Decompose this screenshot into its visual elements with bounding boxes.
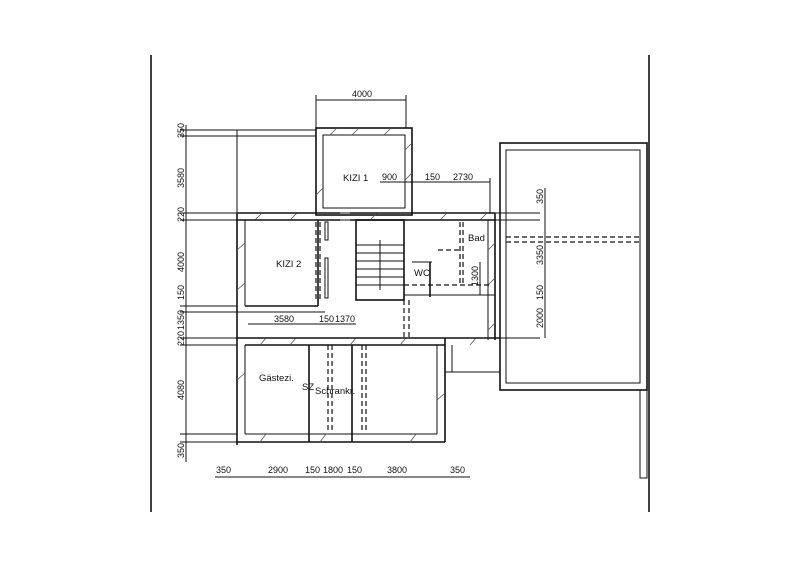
dim-middle-0: 3580: [274, 314, 294, 324]
dimension-lines: [180, 95, 546, 478]
dim-left-0: 350: [176, 123, 186, 138]
dim-left-8: 350: [176, 443, 186, 458]
dim-left-7: 4080: [176, 380, 186, 400]
dim-right-1: 3350: [535, 245, 545, 265]
upper-left-block: [236, 129, 317, 214]
dim-upper-0: 900: [382, 172, 397, 182]
cross-wall-lower: [237, 337, 500, 346]
dim-bottom-3: 1800: [323, 465, 343, 475]
label-wc: WC: [414, 268, 430, 279]
dim-left-4: 150: [176, 285, 186, 300]
label-kizi1: KIZI 1: [343, 173, 368, 184]
label-bad: Bad: [468, 233, 485, 244]
dim-upper-1: 150: [425, 172, 440, 182]
dim-bottom-0: 350: [216, 465, 231, 475]
dim-left-1: 3580: [176, 168, 186, 188]
label-gaestezi: Gästezi.: [259, 373, 294, 384]
room-kizi2-walls: [236, 213, 329, 445]
dim-right-2: 150: [535, 285, 545, 300]
cross-wall-upper: [237, 212, 495, 221]
lower-rooms-walls: [236, 338, 500, 443]
room-kizi1-walls: [315, 127, 413, 216]
dim-left-3: 4000: [176, 252, 186, 272]
dim-wc-height: 1300: [470, 266, 480, 286]
dim-right-0: 350: [535, 189, 545, 204]
dim-bottom-4: 150: [347, 465, 362, 475]
dim-middle-2: 1370: [335, 314, 355, 324]
dim-left-5: 1350: [176, 310, 186, 330]
dim-bottom-6: 350: [450, 465, 465, 475]
dim-bottom-2: 150: [305, 465, 320, 475]
label-kizi2: KIZI 2: [276, 259, 301, 270]
dim-top-0: 4000: [352, 89, 372, 99]
dim-right-3: 2000: [535, 308, 545, 328]
dim-left-6: 220: [176, 331, 186, 346]
terrace: [499, 142, 648, 479]
dim-bottom-1: 2900: [268, 465, 288, 475]
dim-upper-2: 2730: [453, 172, 473, 182]
dim-bottom-5: 3800: [387, 465, 407, 475]
staircase: [355, 219, 410, 340]
label-sz: SZ: [302, 382, 314, 393]
dim-middle-1: 150: [319, 314, 334, 324]
label-schrankr: Schrankr.: [315, 386, 355, 397]
dim-left-2: 220: [176, 207, 186, 222]
